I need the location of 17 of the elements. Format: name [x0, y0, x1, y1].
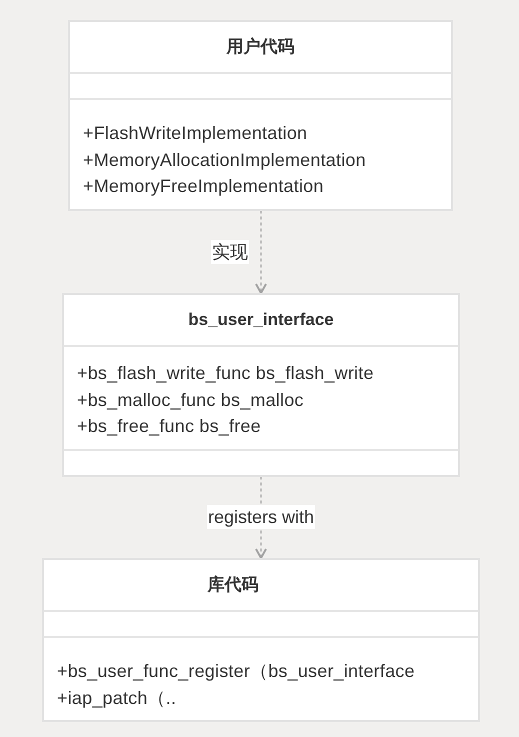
- class-name: 库代码: [208, 575, 258, 594]
- class-box: [42, 558, 480, 722]
- method-text: +bs_user_func_register（bs_user_interface: [57, 660, 415, 683]
- method-text: +FlashWriteImplementation: [83, 122, 308, 145]
- attribute-text: +bs_flash_write_func bs_flash_write: [77, 362, 374, 385]
- class-box: [68, 20, 453, 210]
- attribute-text: +bs_free_func bs_free: [77, 415, 261, 438]
- class-name: 用户代码: [226, 37, 294, 56]
- class-box: [62, 293, 460, 476]
- dashed-arrow: [255, 210, 267, 294]
- method-text: +MemoryAllocationImplementation: [83, 148, 366, 172]
- edge-label: registers with: [207, 505, 316, 530]
- edge-label: 实现: [211, 240, 249, 264]
- attribute-text: +bs_malloc_func bs_malloc: [77, 388, 304, 412]
- method-text: +MemoryFreeImplementation: [83, 175, 324, 198]
- method-text: +iap_patch（..: [57, 686, 176, 710]
- class-name: bs_user_interface: [188, 310, 334, 329]
